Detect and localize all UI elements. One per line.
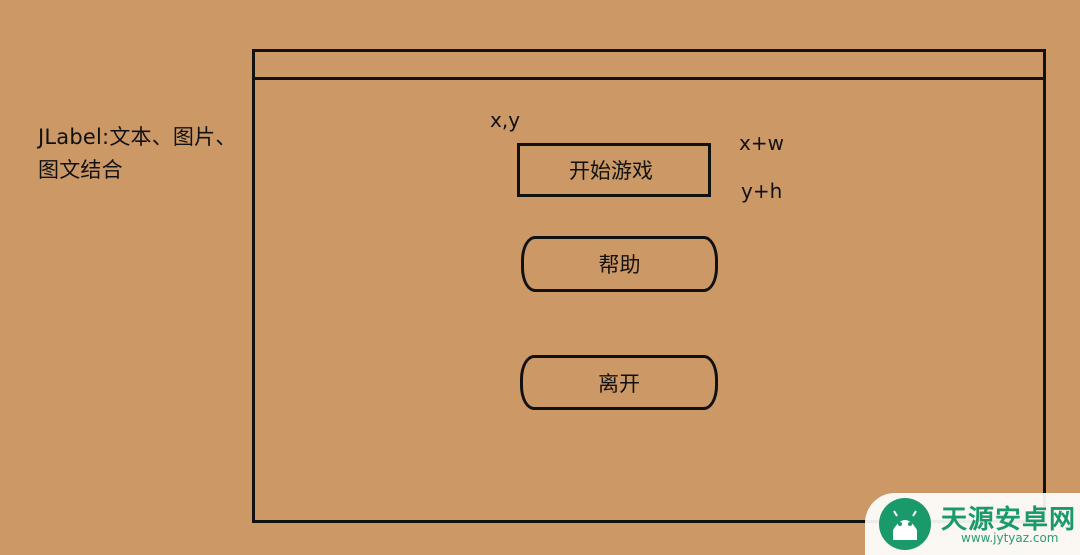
leave-button[interactable]: 离开 bbox=[520, 355, 718, 410]
coord-label-xw: x+w bbox=[739, 131, 784, 155]
jlabel-description: JLabel:文本、图片、 图文结合 bbox=[38, 121, 237, 187]
window-frame bbox=[252, 49, 1046, 523]
watermark-title: 天源安卓网 bbox=[941, 505, 1077, 535]
window-title-bar[interactable] bbox=[255, 52, 1043, 80]
jlabel-description-line2: 图文结合 bbox=[38, 158, 123, 182]
watermark-url: www.jytyaz.com bbox=[961, 531, 1059, 545]
android-logo-icon bbox=[879, 498, 931, 550]
help-button[interactable]: 帮助 bbox=[521, 236, 718, 292]
coord-label-yh: y+h bbox=[741, 179, 783, 203]
watermark: 天源安卓网 www.jytyaz.com bbox=[865, 493, 1080, 555]
start-game-button[interactable]: 开始游戏 bbox=[517, 143, 711, 197]
jlabel-description-line1: JLabel:文本、图片、 bbox=[38, 125, 237, 149]
coord-label-xy: x,y bbox=[490, 108, 521, 132]
